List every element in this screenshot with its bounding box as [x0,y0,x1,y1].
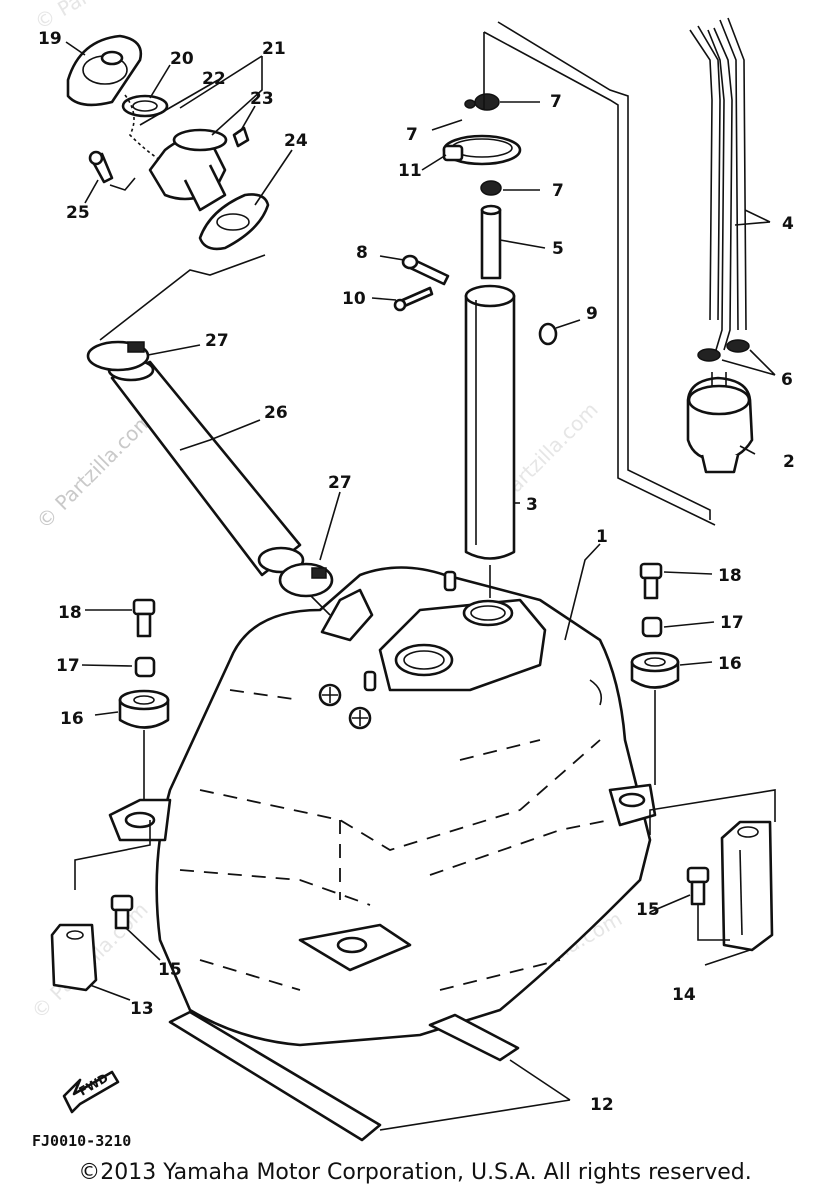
callout-4: 4 [782,214,794,234]
tank-opening-large [394,643,454,677]
gasket-24 [198,193,270,251]
band-clamp [442,134,522,166]
callout-15-left: 15 [158,960,182,980]
callout-7-top: 7 [550,92,562,112]
grommet-16-left [118,689,170,729]
washer-9 [538,322,558,346]
callout-1: 1 [596,527,608,547]
bolt-15-right [686,866,710,906]
filler-guide-line [99,254,266,341]
callout-20: 20 [170,49,194,69]
callout-18-left: 18 [58,603,82,623]
mounting-pad-left [168,1010,382,1142]
grommet-16-right [630,651,680,689]
callout-7-low: 7 [552,181,564,201]
callout-13: 13 [130,999,154,1019]
bracket-13 [50,923,98,992]
callout-25: 25 [66,203,90,223]
callout-16-right: 16 [718,654,742,674]
callout-11: 11 [398,161,422,181]
fuel-line-loop [483,21,716,526]
callout-5: 5 [552,239,564,259]
callout-10: 10 [342,289,366,309]
collar-17-right [641,616,663,638]
callout-26: 26 [264,403,288,423]
hose-clamp-27-bottom [278,562,334,598]
filler-guide-line-2 [109,177,136,191]
callout-8: 8 [356,243,368,263]
hose-clips-6 [697,339,750,362]
chain-22 [124,94,161,161]
filler-cap [66,34,143,107]
hose-clamp-27-top [86,340,150,372]
filler-neck-21 [148,128,228,212]
callout-3: 3 [526,495,538,515]
hose-clip-lower [480,180,502,196]
callout-7-mid: 7 [406,125,418,145]
hoses-pair [689,17,747,351]
callout-24: 24 [284,131,308,151]
copyright-footer: ©2013 Yamaha Motor Corporation, U.S.A. A… [78,1160,752,1185]
bolt-18-left [132,598,156,638]
tank-opening-pickup [462,599,514,627]
callout-17-right: 17 [720,613,744,633]
callout-17-left: 17 [56,656,80,676]
bolt-18-right [639,562,663,600]
callout-12: 12 [590,1095,614,1115]
callout-6: 6 [781,370,793,390]
watermark-main: © Partzilla.com [32,407,158,533]
callouts: 1 2 3 4 5 6 7 7 7 8 9 10 11 12 13 14 15 … [38,29,795,1115]
bracket-14 [720,820,774,952]
callout-9: 9 [586,304,598,324]
leader-lines [65,41,776,1131]
pickup-tube [464,284,516,598]
bolt-15-left [110,894,134,930]
callout-14: 14 [672,985,696,1005]
callout-18-right: 18 [718,566,742,586]
screw-10 [393,286,434,312]
bolt-8 [401,254,450,286]
callout-23: 23 [250,89,274,109]
callout-22: 22 [202,69,226,89]
fuel-filter [686,372,754,474]
callout-27-bottom: 27 [328,473,352,493]
cap-gasket-20 [121,94,169,118]
screw-25 [88,150,114,184]
forward-arrow: FWD [62,1070,120,1114]
callout-15-right: 15 [636,900,660,920]
callout-19: 19 [38,29,62,49]
callout-27-top: 27 [205,331,229,351]
callout-16-left: 16 [60,709,84,729]
callout-21: 21 [262,39,286,59]
diagram-code: FJ0010-3210 [32,1132,131,1150]
callout-2: 2 [783,452,795,472]
fuel-tank [108,566,657,1047]
filler-hose-26 [107,358,305,577]
fuel-hose [480,204,502,280]
collar-17-left [134,656,156,678]
mounting-pad-right [428,1013,520,1062]
hose-clip-upper [464,93,500,111]
